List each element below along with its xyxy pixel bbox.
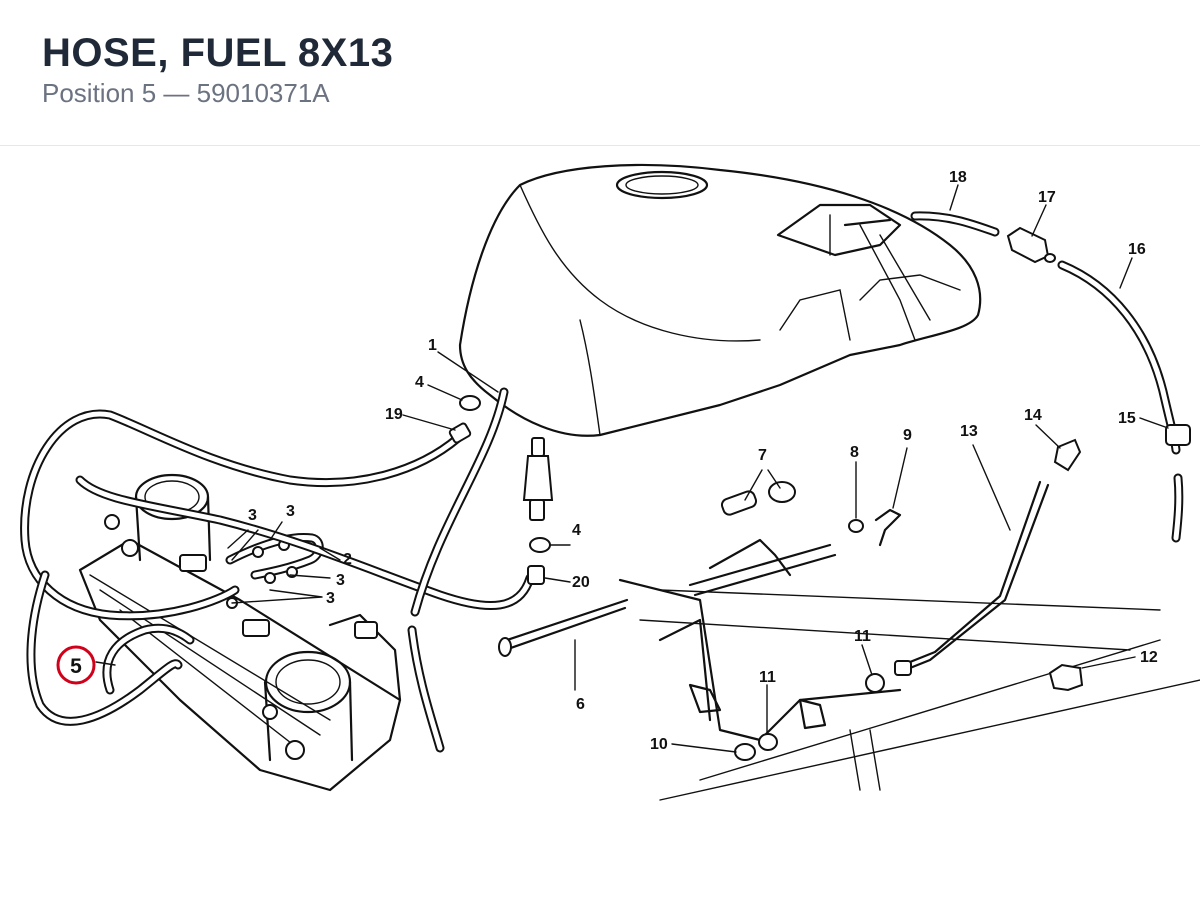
callout-10: 10 — [650, 736, 668, 753]
leader-lines — [95, 184, 1169, 753]
washer-8 — [848, 519, 864, 533]
callout-4-lower: 4 — [572, 522, 581, 539]
spacer-tube — [688, 538, 837, 597]
callout-8: 8 — [850, 444, 859, 461]
callout-15: 15 — [1118, 410, 1136, 427]
washer-10 — [734, 743, 756, 761]
hose-1 — [407, 387, 509, 753]
callout-3-d: 3 — [326, 590, 335, 607]
inline-fitting — [522, 437, 554, 585]
hose-return-loop — [75, 475, 535, 610]
header-divider — [0, 145, 1200, 146]
callout-11-upper: 11 — [854, 628, 871, 645]
callout-3-c: 3 — [336, 572, 345, 589]
callout-labels: 1 2 3 3 3 3 4 4 6 7 8 9 10 11 11 12 13 1… — [248, 169, 1158, 753]
hose-16 — [1057, 260, 1191, 543]
hose-18 — [910, 211, 1000, 237]
grommet-11-upper — [865, 673, 885, 693]
callout-11-lower: 11 — [759, 669, 776, 686]
frame-bracket — [618, 578, 1200, 801]
fuel-filter-17 — [1006, 226, 1056, 264]
callout-5: 5 — [70, 655, 82, 678]
callout-18: 18 — [949, 169, 967, 186]
clip-12 — [1048, 663, 1084, 692]
hose-feed-loop — [20, 409, 463, 621]
part-subtitle: Position 5 — 59010371A — [42, 78, 330, 108]
callout-19: 19 — [385, 406, 403, 423]
hose-2 — [225, 532, 324, 609]
callout-6: 6 — [576, 696, 585, 713]
callout-3-a: 3 — [248, 507, 257, 524]
callout-2: 2 — [343, 551, 352, 568]
clip-9 — [874, 508, 902, 547]
callout-1: 1 — [428, 337, 437, 354]
header: HOSE, FUEL 8X13 Position 5 — 59010371A — [42, 30, 393, 108]
grommet-11-lower — [758, 733, 778, 751]
callout-20: 20 — [572, 574, 590, 591]
callout-3-b: 3 — [286, 503, 295, 520]
callout-16: 16 — [1128, 241, 1146, 258]
clamp-15 — [1165, 424, 1191, 446]
callout-4-upper: 4 — [415, 374, 424, 391]
bolt-6 — [498, 598, 629, 657]
highlighted-callout-5[interactable]: 5 — [56, 645, 96, 685]
fuel-tank — [458, 163, 982, 437]
clamp-4-lower — [529, 537, 551, 553]
hose-5 — [26, 570, 195, 726]
fitting-20 — [527, 565, 545, 585]
rod-13 — [894, 480, 1050, 676]
callout-17: 17 — [1038, 189, 1056, 206]
callout-14: 14 — [1024, 407, 1042, 424]
fitting-19 — [448, 422, 472, 444]
callout-9: 9 — [903, 427, 912, 444]
highlight-ring — [56, 645, 96, 685]
cap-14 — [1053, 438, 1082, 472]
callout-7: 7 — [758, 447, 767, 464]
page-title: HOSE, FUEL 8X13 — [42, 31, 394, 75]
callout-12: 12 — [1140, 649, 1158, 666]
callout-13: 13 — [960, 423, 978, 440]
clamp-4-upper — [459, 395, 481, 411]
bushing-7 — [720, 481, 796, 516]
